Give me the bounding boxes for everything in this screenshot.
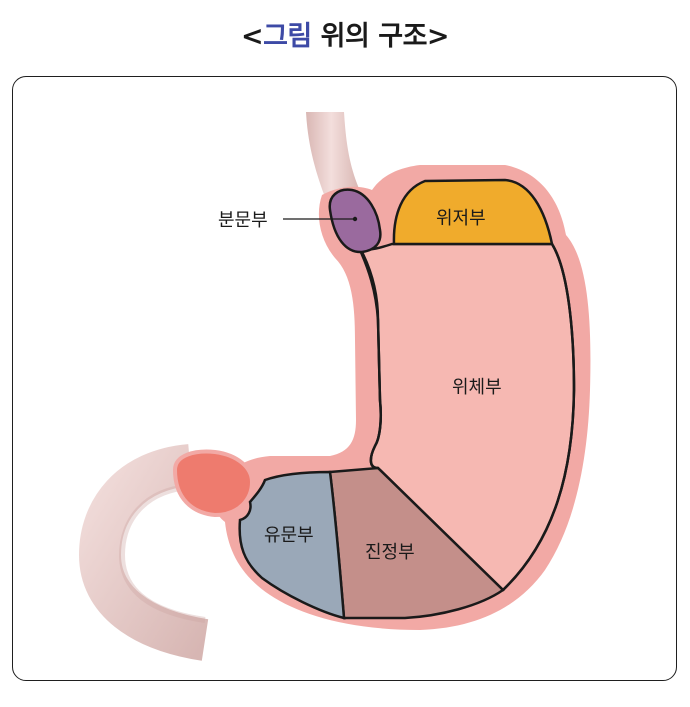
label-body: 위체부 <box>452 377 502 398</box>
esophagus <box>306 112 362 210</box>
title-accent: 그림 <box>263 21 312 52</box>
title-bracket-close: > <box>426 21 450 52</box>
label-antrum: 진정부 <box>365 542 415 563</box>
label-pylorus: 유문부 <box>264 525 314 546</box>
cardia-leader-dot <box>352 216 358 222</box>
duodenum-shade <box>118 484 206 623</box>
pyloric-opening <box>172 449 255 518</box>
label-fundus: 위저부 <box>436 208 486 229</box>
fundus-region <box>392 178 554 246</box>
label-cardia: 분문부 <box>218 210 268 231</box>
duodenum <box>78 444 209 661</box>
title-text: 위의 구조 <box>311 21 428 52</box>
stomach-contour <box>360 243 576 591</box>
pylorus-region <box>238 470 346 620</box>
title-bracket-open: < <box>240 21 264 52</box>
figure-title: <그림 위의 구조> <box>0 14 690 53</box>
